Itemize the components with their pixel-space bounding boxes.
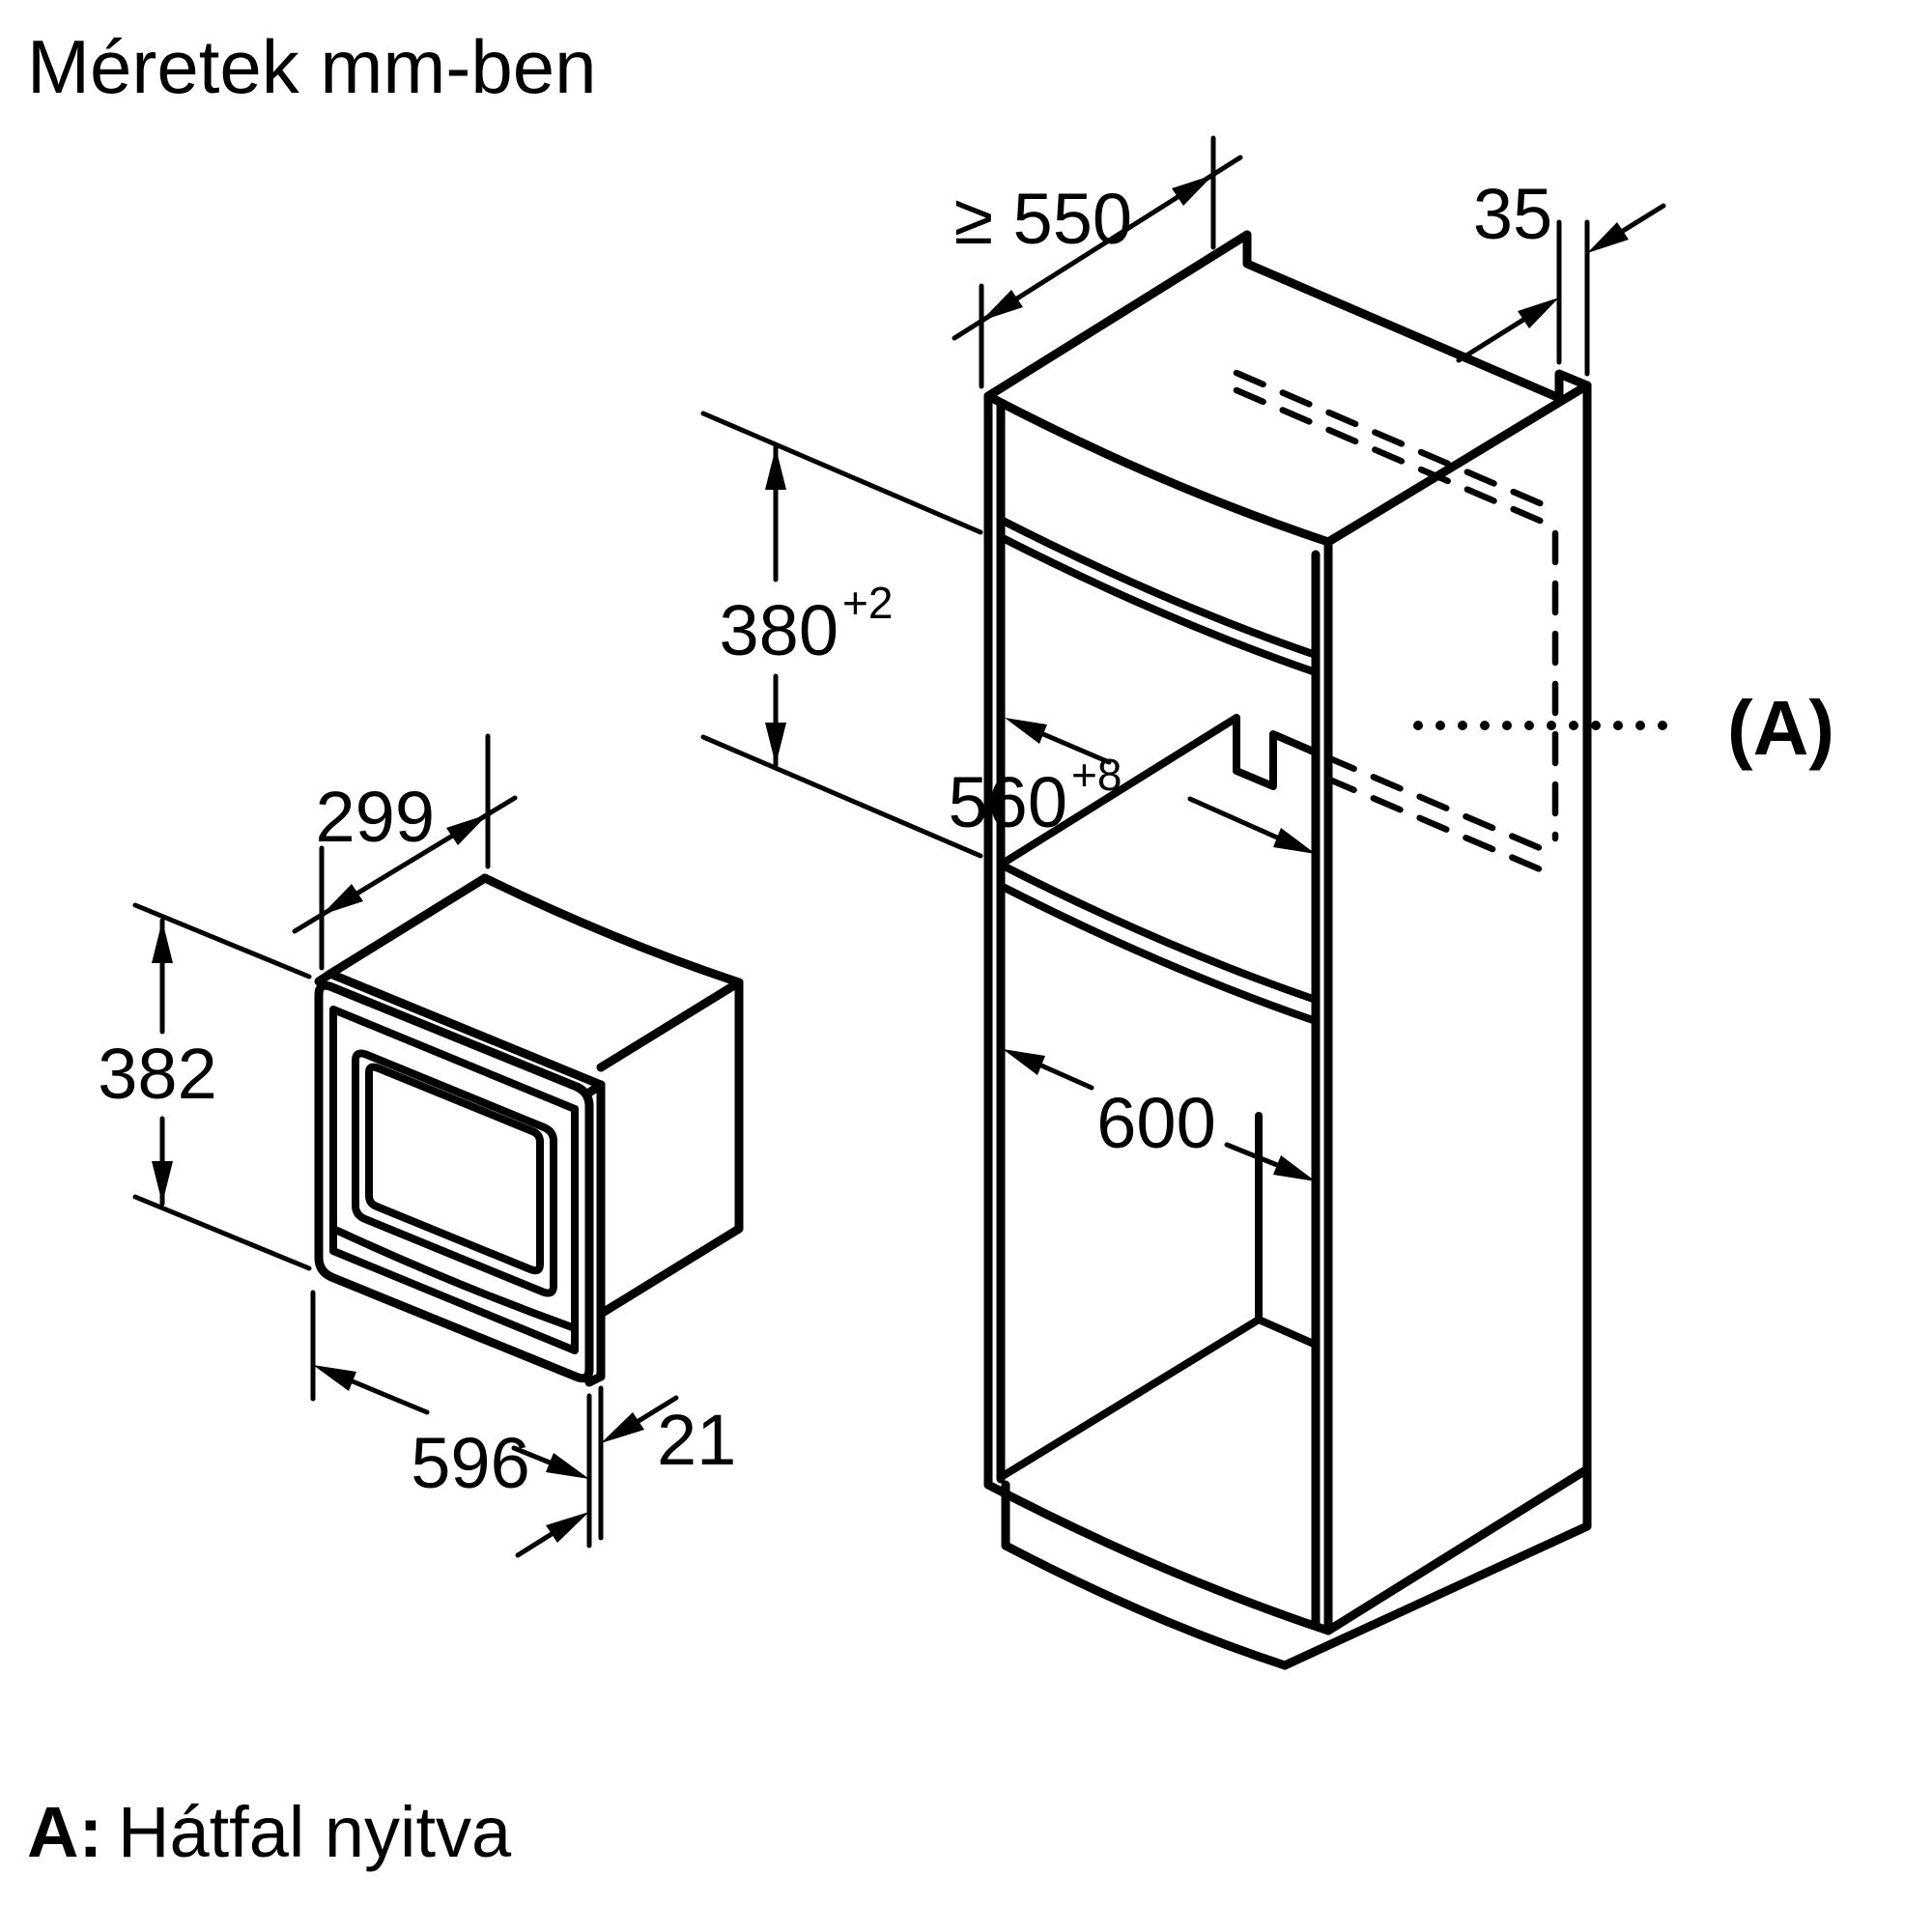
dimension-depth-min: ≥ 550 xyxy=(952,135,1243,389)
plinth-bottom-right-edge xyxy=(1280,1521,1592,1670)
body-top-right-edge xyxy=(596,978,744,1072)
arrowhead xyxy=(152,1161,173,1204)
arrowhead xyxy=(1273,1155,1316,1181)
arrowhead xyxy=(152,921,173,963)
body-top-back-edge xyxy=(480,873,744,987)
dim-device-height-value: 382 xyxy=(98,1034,216,1114)
dimension-line-left xyxy=(1038,1063,1094,1091)
fascia-thickness-right-bottom xyxy=(584,1372,606,1387)
footnote-text: Hátfal nyitva xyxy=(118,1792,512,1872)
dimension-frame-thickness: 21 xyxy=(515,1385,736,1558)
arrowhead xyxy=(322,884,363,915)
dimension-line-right xyxy=(511,1445,553,1465)
dimension-device-width: 596 xyxy=(310,1290,589,1503)
body-top-left-edge xyxy=(326,873,490,979)
arrowhead xyxy=(1172,175,1213,206)
dim-depth-min-value: ≥ 550 xyxy=(953,179,1132,259)
arrowhead xyxy=(546,1512,589,1543)
dimension-rear-gap: 35 xyxy=(1456,174,1666,377)
extension-line xyxy=(700,411,983,535)
fascia-thickness-top-edge xyxy=(326,969,606,1090)
arrowhead xyxy=(446,814,488,845)
niche-ceiling-edge-inner xyxy=(997,533,1320,676)
extension-line xyxy=(132,902,312,980)
marker-a-dotted-leader xyxy=(1413,721,1667,730)
page-title: Méretek mm-ben xyxy=(27,24,597,109)
cabinet-rear-vent-notch xyxy=(1242,230,1592,403)
leader-line xyxy=(1456,317,1526,363)
arrowhead xyxy=(765,447,786,490)
dim-niche-height-tolerance: +2 xyxy=(842,578,893,628)
dim-niche-width-tolerance: +8 xyxy=(1071,750,1122,800)
arrowhead xyxy=(313,1365,356,1391)
dimension-lower-niche: 600 xyxy=(1003,1049,1316,1181)
cabinet-drawing xyxy=(983,230,1592,1670)
dim-device-depth-value: 299 xyxy=(316,777,435,857)
dim-rear-gap-value: 35 xyxy=(1473,174,1552,254)
footnote: A: Hátfal nyitva xyxy=(27,1792,512,1872)
dimension-device-depth: 299 xyxy=(292,733,518,971)
lower-compartment-floor-back xyxy=(1255,1316,1320,1349)
microwave-drawing xyxy=(314,873,744,1387)
marker-a: (A) xyxy=(1413,685,1834,771)
door-sill-line xyxy=(329,1225,579,1332)
dim-lower-niche-value: 600 xyxy=(1096,1083,1215,1163)
body-bottom-right-edge xyxy=(596,1224,744,1319)
footnote-label: A: xyxy=(27,1792,102,1872)
dimension-line-right xyxy=(1224,1142,1280,1168)
dimension-device-height: 382 xyxy=(98,902,312,1271)
niche-floor-edge-upper xyxy=(997,861,1320,1004)
cabinet-top-front-edge xyxy=(983,391,1333,547)
arrowhead xyxy=(1003,1049,1045,1075)
dim-niche-width-value: 560 xyxy=(949,762,1067,842)
arrowhead xyxy=(981,290,1023,321)
extension-line xyxy=(132,1194,312,1271)
leader-line xyxy=(636,1395,679,1424)
fascia-outer-outline xyxy=(314,980,594,1383)
cabinet-side-bottom-edge xyxy=(1323,1464,1592,1635)
niche-cable-cutout-notch xyxy=(1233,714,1320,790)
door-window-inner xyxy=(365,1063,544,1275)
niche-floor-left-depth-edge xyxy=(997,714,1240,868)
dim-frame-thickness-value: 21 xyxy=(657,1400,736,1480)
dimension-line-left xyxy=(350,1378,430,1415)
open-back-floor-edge-hidden xyxy=(1323,753,1555,857)
cabinet-top-left-edge xyxy=(983,230,1252,401)
marker-a-label: (A) xyxy=(1727,685,1834,771)
lower-compartment-floor-edge xyxy=(999,1316,1263,1480)
arrowhead xyxy=(1587,222,1629,253)
dim-device-width-value: 596 xyxy=(411,1423,529,1503)
extension-line xyxy=(700,734,983,859)
arrowhead xyxy=(546,1453,589,1479)
dimension-niche-height: 380 +2 xyxy=(700,411,983,859)
dim-niche-height-value: 380 xyxy=(720,590,838,670)
niche-ceiling-edge-outer xyxy=(997,516,1320,659)
dimension-line-right xyxy=(1187,796,1280,840)
leader-line xyxy=(1620,203,1666,234)
arrowhead xyxy=(601,1412,644,1443)
arrowhead xyxy=(1005,718,1047,744)
dimension-line-left xyxy=(1040,731,1112,765)
arrowhead xyxy=(1518,298,1559,328)
cabinet-top-right-edge xyxy=(1323,381,1592,547)
leader-line xyxy=(515,1531,554,1558)
arrowhead xyxy=(1273,828,1316,854)
open-back-top-edge-hidden-2 xyxy=(1233,386,1555,529)
dimension-niche-width: 560 +8 xyxy=(949,718,1316,854)
niche-floor-edge-lower xyxy=(997,882,1320,1025)
open-back-top-edge-hidden xyxy=(1233,369,1555,512)
arrowhead xyxy=(765,723,786,765)
cabinet-front-bottom-edge xyxy=(983,1480,1333,1635)
open-back-floor-edge-hidden-2 xyxy=(1323,775,1555,878)
door-window-outer xyxy=(352,1049,557,1297)
fascia-inner-outline xyxy=(329,1006,579,1354)
plinth-bottom-front-edge xyxy=(1001,1541,1290,1670)
